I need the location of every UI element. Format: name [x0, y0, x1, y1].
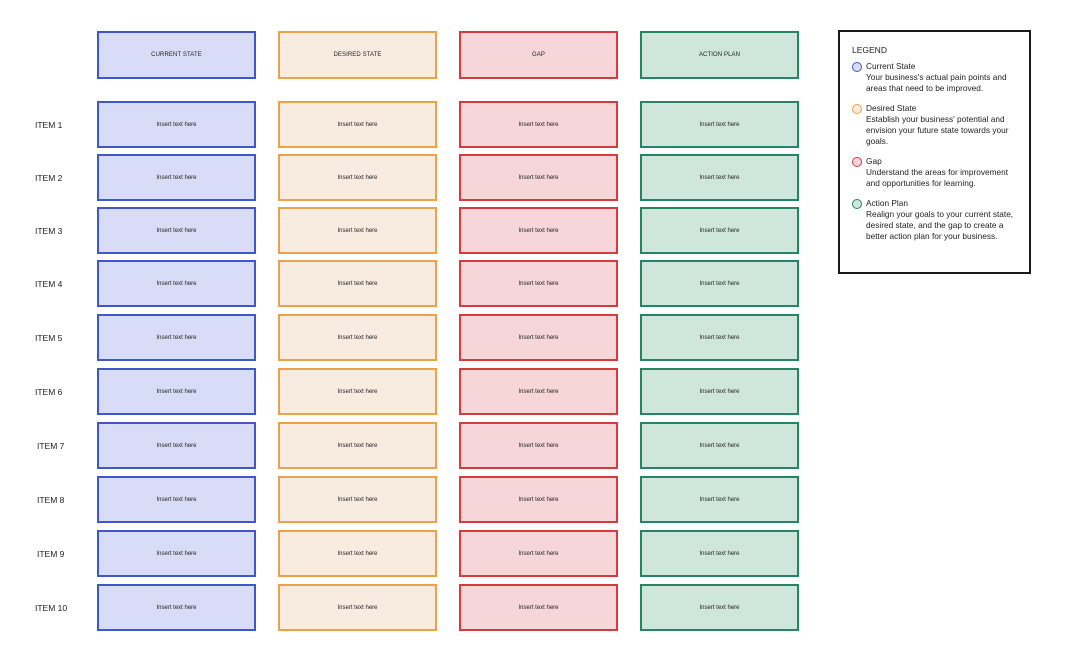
cell-desired-state[interactable]: Insert text here: [278, 584, 437, 631]
legend-panel[interactable]: LEGEND Current State Your business's act…: [838, 30, 1031, 274]
cell-desired-state[interactable]: Insert text here: [278, 207, 437, 254]
cell-gap[interactable]: Insert text here: [459, 154, 618, 201]
cell-action-plan[interactable]: Insert text here: [640, 368, 799, 415]
cell-current-state[interactable]: Insert text here: [97, 314, 256, 361]
legend-name: Current State: [866, 61, 916, 71]
legend-entry-gap: Gap Understand the areas for improvement…: [852, 156, 1019, 189]
cell-desired-state[interactable]: Insert text here: [278, 476, 437, 523]
cell-current-state[interactable]: Insert text here: [97, 368, 256, 415]
header-gap[interactable]: GAP: [459, 31, 618, 79]
legend-entry-action-plan: Action Plan Realign your goals to your c…: [852, 198, 1019, 242]
item-label: ITEM 1: [35, 120, 63, 130]
cell-current-state[interactable]: Insert text here: [97, 584, 256, 631]
cell-current-state[interactable]: Insert text here: [97, 530, 256, 577]
legend-title: LEGEND: [852, 45, 887, 55]
cell-desired-state[interactable]: Insert text here: [278, 101, 437, 148]
legend-description: Understand the areas for improvement and…: [866, 167, 1009, 188]
cell-gap[interactable]: Insert text here: [459, 207, 618, 254]
circle-icon: [852, 104, 862, 114]
cell-gap[interactable]: Insert text here: [459, 422, 618, 469]
item-label: ITEM 10: [35, 603, 68, 613]
cell-current-state[interactable]: Insert text here: [97, 260, 256, 307]
cell-current-state[interactable]: Insert text here: [97, 101, 256, 148]
item-label: ITEM 3: [35, 226, 63, 236]
cell-gap[interactable]: Insert text here: [459, 101, 618, 148]
cell-gap[interactable]: Insert text here: [459, 530, 618, 577]
cell-action-plan[interactable]: Insert text here: [640, 260, 799, 307]
cell-current-state[interactable]: Insert text here: [97, 207, 256, 254]
cell-desired-state[interactable]: Insert text here: [278, 260, 437, 307]
cell-action-plan[interactable]: Insert text here: [640, 476, 799, 523]
legend-name: Desired State: [866, 103, 917, 113]
cell-action-plan[interactable]: Insert text here: [640, 101, 799, 148]
cell-gap[interactable]: Insert text here: [459, 314, 618, 361]
circle-icon: [852, 199, 862, 209]
item-label: ITEM 8: [37, 495, 65, 505]
legend-description: Your business's actual pain points and a…: [866, 72, 1007, 93]
header-action-plan[interactable]: ACTION PLAN: [640, 31, 799, 79]
cell-current-state[interactable]: Insert text here: [97, 154, 256, 201]
legend-description: Realign your goals to your current state…: [866, 209, 1014, 241]
cell-gap[interactable]: Insert text here: [459, 584, 618, 631]
item-label: ITEM 5: [35, 333, 63, 343]
cell-action-plan[interactable]: Insert text here: [640, 584, 799, 631]
legend-entry-current-state: Current State Your business's actual pai…: [852, 61, 1019, 94]
cell-action-plan[interactable]: Insert text here: [640, 314, 799, 361]
cell-desired-state[interactable]: Insert text here: [278, 422, 437, 469]
header-desired-state[interactable]: DESIRED STATE: [278, 31, 437, 79]
cell-action-plan[interactable]: Insert text here: [640, 154, 799, 201]
cell-current-state[interactable]: Insert text here: [97, 476, 256, 523]
header-current-state[interactable]: CURRENT STATE: [97, 31, 256, 79]
item-label: ITEM 9: [37, 549, 65, 559]
cell-desired-state[interactable]: Insert text here: [278, 154, 437, 201]
cell-desired-state[interactable]: Insert text here: [278, 368, 437, 415]
circle-icon: [852, 157, 862, 167]
cell-action-plan[interactable]: Insert text here: [640, 422, 799, 469]
cell-current-state[interactable]: Insert text here: [97, 422, 256, 469]
item-label: ITEM 6: [35, 387, 63, 397]
item-label: ITEM 2: [35, 173, 63, 183]
item-label: ITEM 4: [35, 279, 63, 289]
legend-name: Gap: [866, 156, 882, 166]
legend-name: Action Plan: [866, 198, 908, 208]
cell-gap[interactable]: Insert text here: [459, 476, 618, 523]
cell-action-plan[interactable]: Insert text here: [640, 207, 799, 254]
item-label: ITEM 7: [37, 441, 65, 451]
circle-icon: [852, 62, 862, 72]
cell-desired-state[interactable]: Insert text here: [278, 530, 437, 577]
cell-gap[interactable]: Insert text here: [459, 368, 618, 415]
cell-desired-state[interactable]: Insert text here: [278, 314, 437, 361]
legend-description: Establish your business' potential and e…: [866, 114, 1009, 146]
cell-action-plan[interactable]: Insert text here: [640, 530, 799, 577]
cell-gap[interactable]: Insert text here: [459, 260, 618, 307]
legend-entry-desired-state: Desired State Establish your business' p…: [852, 103, 1019, 147]
